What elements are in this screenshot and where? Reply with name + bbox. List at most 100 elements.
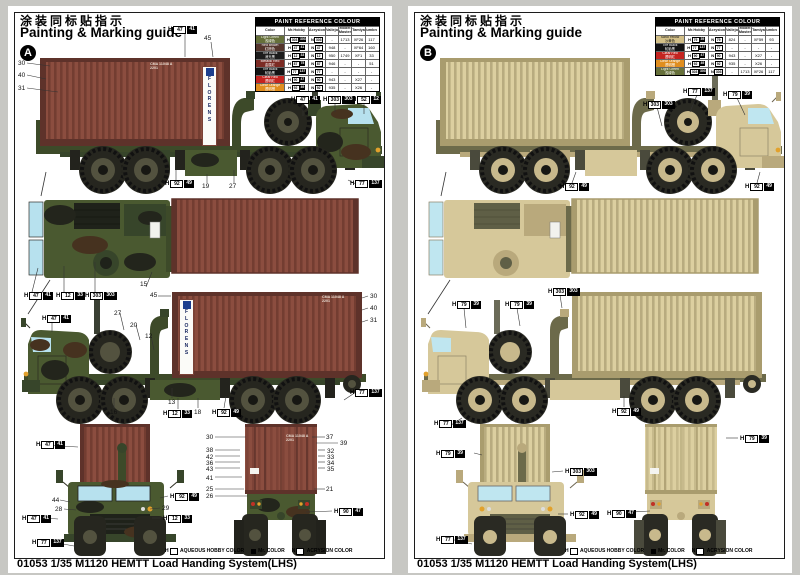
paint-code: XF59 [752, 36, 766, 43]
paint-code: - [770, 44, 773, 50]
kit-title-footer: 01053 1/35 M1120 HEMTT Load Handing Syst… [17, 558, 297, 570]
color-legend: H AQUEOUS HOBBY COLOR Mr. COLOR N ACRYSI… [165, 548, 353, 555]
paint-table-header: Color Mr.Hobby Acrysion Vallejo Model Ma… [256, 26, 379, 35]
paint-code: X27 [352, 76, 366, 83]
part-number-callout: 30 [370, 293, 378, 300]
paint-code: 1713 [339, 36, 352, 43]
title-chinese: 涂装同标贴指示 [20, 14, 126, 28]
title-chinese: 涂装同标贴指示 [420, 14, 526, 28]
paint-code: 943 [326, 76, 339, 83]
side-view-cab-right [36, 58, 384, 197]
paint-code: XF26 [752, 68, 766, 75]
paint-code: 1713 [739, 68, 752, 75]
paint-code: 1749 [339, 52, 352, 59]
part-number-callout: 36 [206, 460, 214, 467]
paint-code: - [326, 36, 339, 43]
title-english: Painting & Marking guide [420, 25, 583, 40]
paint-code: - [339, 44, 352, 51]
paint-code: X27 [752, 52, 766, 59]
paint-code: XF64 [352, 44, 366, 51]
paint-code: - [326, 68, 339, 75]
part-number-callout: 27 [114, 310, 122, 317]
rear-view [234, 424, 326, 556]
part-number-callout: 31 [18, 85, 26, 92]
paint-code: 117 [368, 36, 375, 42]
leader-lines [447, 94, 761, 545]
paint-code: 93 [769, 36, 774, 42]
part-number-callout: 28 [55, 506, 63, 513]
paint-code: - [739, 36, 752, 43]
paint-code: 950 [326, 52, 339, 59]
part-number-callout: 45 [204, 35, 212, 42]
part-number-callout: 27 [229, 183, 237, 190]
paint-code: - [739, 60, 752, 67]
part-number-callout: 39 [340, 440, 348, 447]
florens-logo [182, 301, 191, 309]
paint-code: - [726, 44, 739, 51]
scheme-badge: A [20, 45, 36, 61]
paint-table-header: Color Mr.Hobby Acrysion Vallejo Model Ma… [656, 26, 779, 35]
title-english: Painting & Marking guide [20, 25, 183, 40]
paint-code: - [752, 44, 766, 51]
part-number-callout: 18 [194, 409, 202, 416]
paint-reference-table: PAINT REFERENCE COLOUR Color Mr.Hobby Ac… [655, 17, 780, 76]
paint-code: - [339, 84, 352, 91]
paint-code: - [770, 52, 773, 58]
part-number-callout: 30 [206, 434, 214, 441]
paint-code: 33 [369, 52, 374, 58]
paint-code: X26 [752, 60, 766, 67]
part-number-callout: 21 [326, 486, 334, 493]
top-view [427, 198, 759, 315]
paint-code: - [739, 52, 752, 59]
part-number-callout: 12 [145, 333, 153, 340]
